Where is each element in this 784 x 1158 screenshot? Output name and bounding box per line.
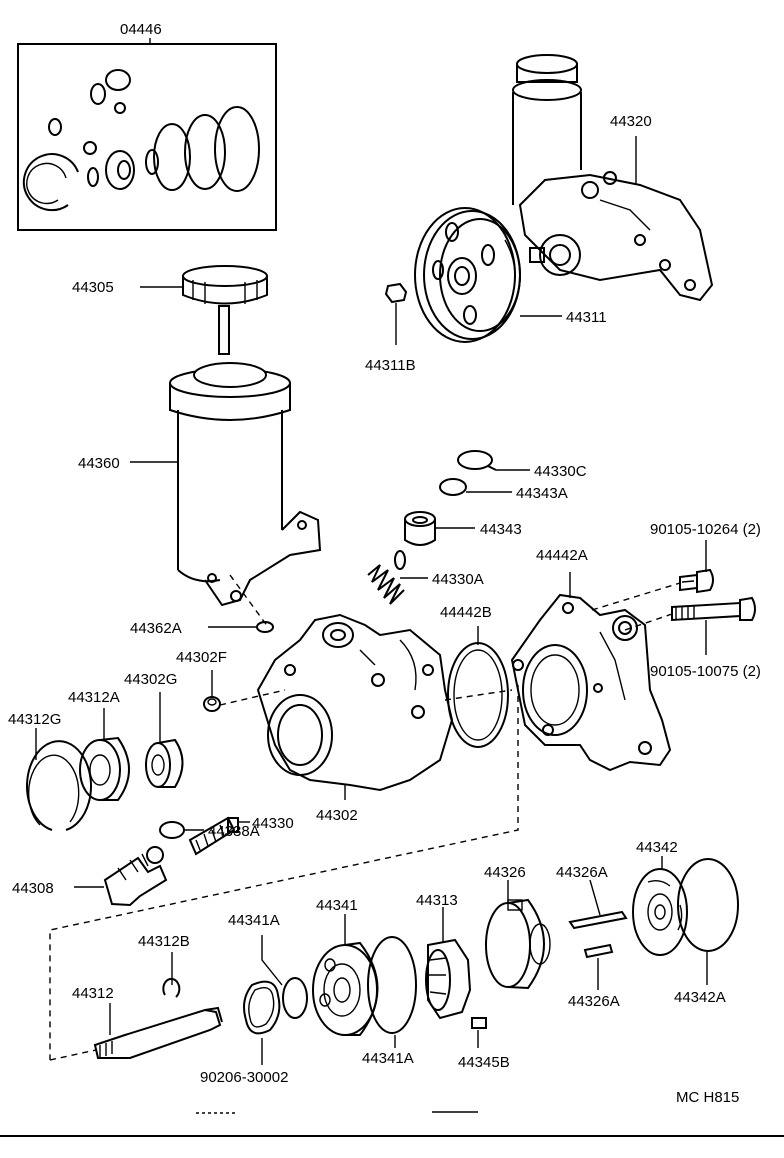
vane-44345b: [471, 1017, 487, 1029]
label-44343: 44343: [480, 521, 522, 538]
label-44308: 44308: [12, 880, 54, 897]
label-44326a-bottom: 44326A: [568, 993, 620, 1010]
label-04446: 04446: [120, 21, 162, 38]
label-44330a: 44330A: [432, 571, 484, 588]
o-ring-44338a: [159, 821, 185, 839]
cam-ring-44326: [485, 898, 551, 990]
label-44302: 44302: [316, 807, 358, 824]
label-44338a: 44338A: [208, 823, 260, 840]
pins-44326a: [568, 910, 628, 959]
label-44343a: 44343A: [516, 485, 568, 502]
label-44330: 44330: [252, 815, 294, 832]
pump-housing: [256, 613, 454, 792]
pulley-nut: [384, 282, 408, 345]
label-44341: 44341: [316, 897, 358, 914]
label-44320: 44320: [610, 113, 652, 130]
snap-ring-44312g: [26, 740, 92, 831]
label-44341a-top: 44341A: [228, 912, 280, 929]
seal-90206: [243, 980, 281, 1035]
label-44305: 44305: [72, 279, 114, 296]
label-44312: 44312: [72, 985, 114, 1002]
label-90206-30002: 90206-30002: [200, 1069, 288, 1086]
bushing-44302g: [145, 738, 184, 788]
label-44312a: 44312A: [68, 689, 120, 706]
label-44312g: 44312G: [8, 711, 61, 728]
label-44312b: 44312B: [138, 933, 190, 950]
pulley: [414, 207, 521, 343]
label-44313: 44313: [416, 892, 458, 909]
reservoir-tank: [169, 362, 322, 607]
gasket-44341a-large: [367, 936, 417, 1034]
label-44345b: 44345B: [458, 1054, 510, 1071]
label-44362a: 44362A: [130, 620, 182, 637]
shaft-44312: [93, 1006, 223, 1059]
label-44326: 44326: [484, 864, 526, 881]
leader-lines: [35, 136, 708, 1065]
label-44342a: 44342A: [674, 989, 726, 1006]
bearing-44312a: [79, 736, 130, 801]
flow-valve-44330: [188, 816, 239, 856]
footer-code: MC H815: [676, 1089, 739, 1106]
bolt-long: [671, 596, 756, 622]
label-44342: 44342: [636, 839, 678, 856]
union-44308: [103, 846, 168, 907]
label-44330c: 44330C: [534, 463, 587, 480]
label-44311: 44311: [566, 309, 607, 326]
label-44311b: 44311B: [365, 357, 416, 374]
control-valve-parts: [367, 450, 497, 605]
label-44302f: 44302F: [176, 649, 227, 666]
pump-assembly: [512, 54, 714, 302]
rotor-44313: [425, 938, 472, 1020]
label-90105-10075: 90105-10075 (2): [650, 663, 761, 680]
reservoir-cap: [182, 265, 268, 355]
front-bracket: [510, 593, 672, 772]
label-44442a: 44442A: [536, 547, 588, 564]
gasket-kit-box: [17, 38, 277, 231]
label-44302g: 44302G: [124, 671, 177, 688]
plug-44302f: [203, 696, 221, 712]
label-44360: 44360: [78, 455, 120, 472]
o-ring-44341a-small: [282, 977, 308, 1019]
bolt-short: [679, 568, 714, 594]
label-44341a-bottom: 44341A: [362, 1050, 414, 1067]
gasket-44342a: [677, 858, 739, 952]
label-44442b: 44442B: [440, 604, 492, 621]
label-44326a-top: 44326A: [556, 864, 608, 881]
side-plate-44342: [632, 868, 688, 956]
label-90105-10264: 90105-10264 (2): [650, 521, 761, 538]
